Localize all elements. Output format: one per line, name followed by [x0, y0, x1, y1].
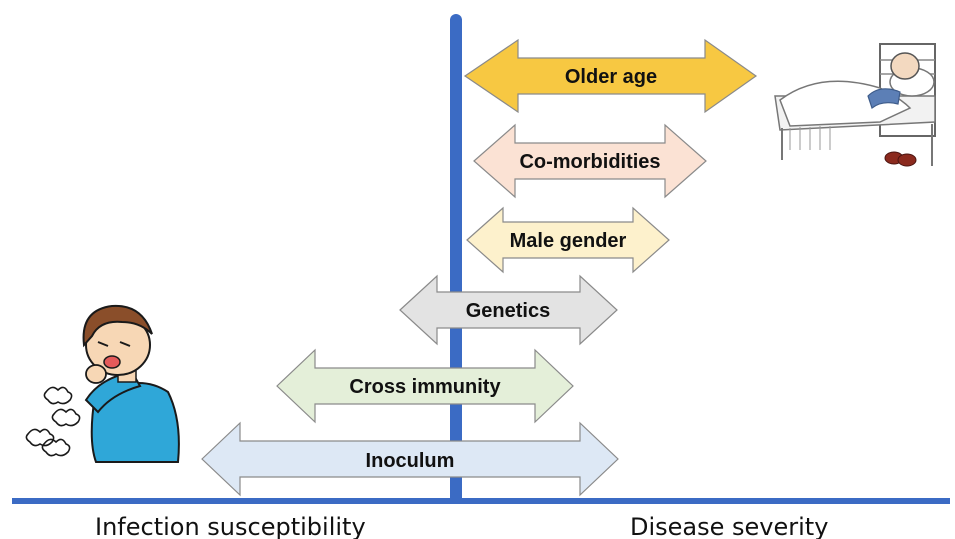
arrow-older-age: Older age — [463, 38, 758, 114]
coughing-person-icon — [25, 304, 180, 463]
arrow-cross-immunity: Cross immunity — [276, 348, 574, 424]
arrow-label-co-morbidities: Co-morbidities — [519, 151, 660, 173]
patient-in-bed-icon — [774, 43, 936, 167]
baseline-axis — [12, 498, 950, 504]
arrow-label-cross-immunity: Cross immunity — [349, 376, 501, 398]
center-divider-bar — [450, 14, 462, 504]
arrow-label-male-gender: Male gender — [510, 230, 627, 252]
axis-label-infection-susceptibility: Infection susceptibility — [95, 513, 366, 539]
arrow-co-morbidities: Co-morbidities — [473, 123, 707, 199]
arrow-label-older-age: Older age — [565, 66, 657, 88]
arrow-inoculum: Inoculum — [201, 421, 619, 497]
arrow-label-genetics: Genetics — [466, 300, 550, 322]
axis-label-disease-severity: Disease severity — [630, 513, 828, 539]
arrow-male-gender: Male gender — [466, 206, 670, 274]
arrow-genetics: Genetics — [399, 274, 618, 346]
arrow-label-inoculum: Inoculum — [366, 450, 455, 472]
